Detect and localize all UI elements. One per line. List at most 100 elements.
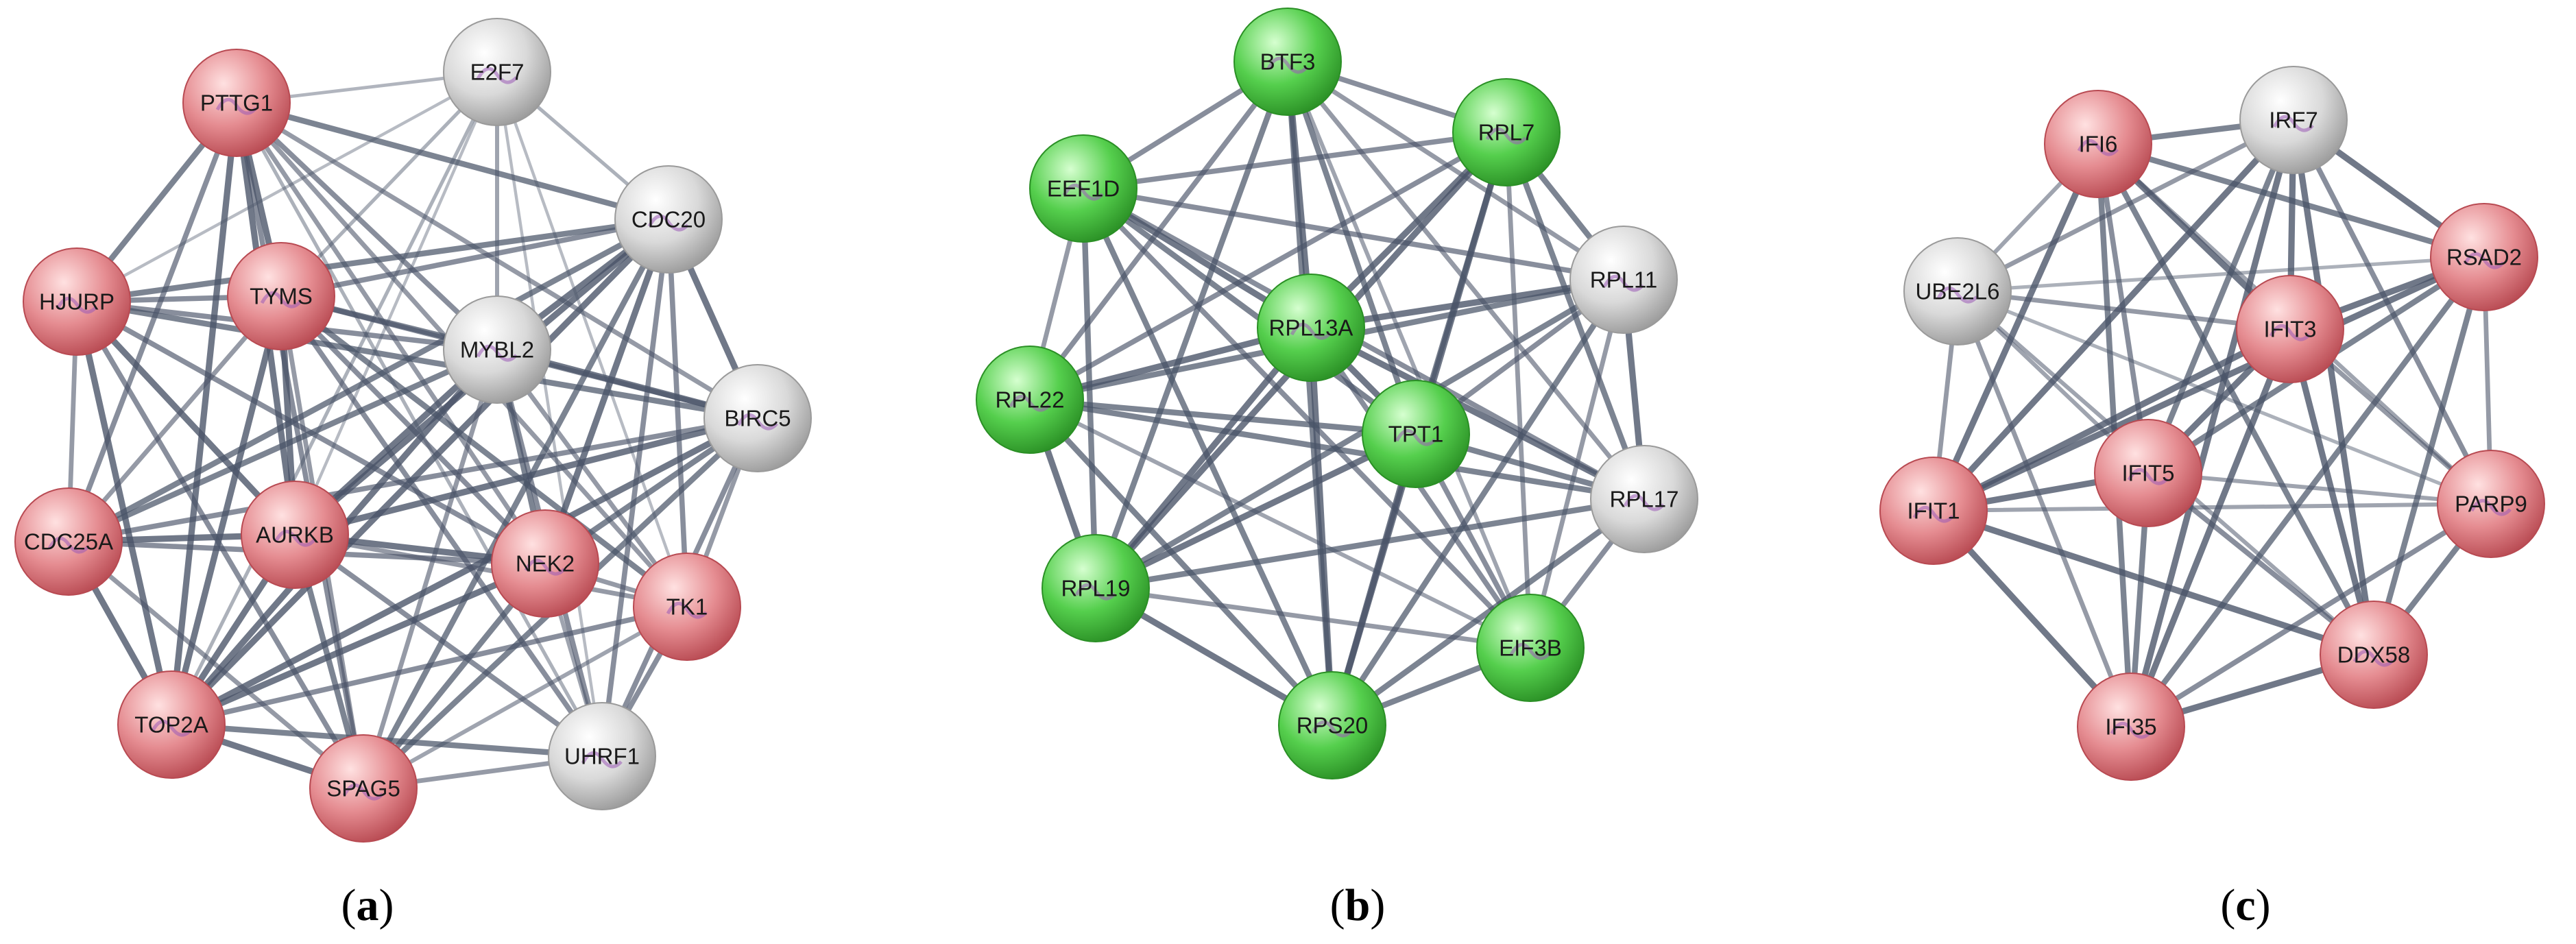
edge-ifi6-ifit1 [1930, 141, 2102, 514]
node-ifit5[interactable]: IFIT5 [2094, 419, 2202, 527]
node-irf7[interactable]: IRF7 [2239, 66, 2348, 174]
protein-structure-icon [1485, 127, 1527, 145]
edge-cdc20-spag5 [360, 216, 672, 792]
node-e2f7[interactable]: E2F7 [443, 18, 551, 126]
protein-structure-icon [1266, 56, 1308, 74]
edge-aurkb-uhrf1 [292, 532, 605, 759]
edge-eef1d-tpt1 [1080, 185, 1419, 437]
protein-structure-icon [274, 529, 315, 547]
node-ifi6[interactable]: IFI6 [2044, 90, 2152, 198]
node-label: CDC20 [631, 207, 706, 232]
node-label: IFI6 [2079, 132, 2118, 157]
node-label: PARP9 [2455, 492, 2527, 517]
node-rsad2[interactable]: RSAD2 [2430, 203, 2538, 311]
edge-pttg1-cdc20 [233, 99, 672, 223]
edge-rpl22-rpl17 [1026, 396, 1648, 503]
node-ddx58[interactable]: DDX58 [2320, 601, 2428, 709]
node-ube2l6[interactable]: UBE2L6 [1903, 237, 2012, 346]
node-label: PTTG1 [200, 90, 273, 116]
node-rpl22[interactable]: RPL22 [976, 346, 1084, 454]
node-eif3b[interactable]: EIF3B [1476, 594, 1585, 702]
edge-nek2-top2a [168, 560, 549, 728]
protein-structure-icon [1602, 274, 1644, 292]
node-mybl2[interactable]: MYBL2 [443, 295, 551, 404]
node-label: HJURP [39, 289, 115, 315]
node-pttg1[interactable]: PTTG1 [182, 49, 291, 157]
node-eef1d[interactable]: EEF1D [1029, 134, 1137, 243]
node-label: RPL17 [1610, 487, 1679, 512]
node-label: DDX58 [2337, 642, 2410, 668]
edge-mybl2-spag5 [361, 347, 500, 791]
edge-tk1-spag5 [361, 605, 689, 790]
protein-structure-icon [47, 536, 89, 554]
protein-structure-icon [666, 601, 708, 619]
node-tyms[interactable]: TYMS [227, 242, 335, 350]
node-label: RPL19 [1061, 576, 1131, 601]
node-rpl7[interactable]: RPL7 [1452, 78, 1561, 186]
node-uhrf1[interactable]: UHRF1 [548, 702, 656, 810]
node-parp9[interactable]: PARP9 [2437, 450, 2545, 558]
edge-rpl13a-rpl19 [1092, 324, 1314, 592]
edge-birc5-cdc25a [66, 415, 760, 544]
node-ifi35[interactable]: IFI35 [2077, 673, 2185, 781]
protein-structure-icon [476, 344, 518, 362]
protein-structure-icon [260, 291, 302, 308]
edge-rpl22-eif3b [1028, 398, 1532, 650]
node-rpl17[interactable]: RPL17 [1590, 445, 1698, 553]
edge-ifit3-ddx58 [2287, 326, 2377, 658]
edge-rpl22-tpt1 [1026, 396, 1419, 437]
edge-btf3-rpl11 [1285, 59, 1626, 282]
node-btf3[interactable]: BTF3 [1233, 8, 1342, 116]
edge-eef1d-eif3b [1081, 186, 1533, 651]
node-cdc20[interactable]: CDC20 [614, 165, 723, 274]
edge-ifit3-ifi35 [2128, 326, 2294, 730]
protein-structure-icon [736, 413, 778, 431]
node-tpt1[interactable]: TPT1 [1362, 380, 1470, 488]
node-label: RPS20 [1297, 713, 1369, 738]
protein-structure-icon [581, 751, 623, 768]
node-label: TPT1 [1388, 422, 1444, 447]
edge-rpl11-rpl19 [1092, 276, 1627, 592]
edge-parp9-ifi35 [2128, 501, 2494, 729]
caption-open: ( [341, 880, 357, 930]
edge-ube2l6-rsad2 [1955, 255, 2486, 293]
node-rpl11[interactable]: RPL11 [1569, 226, 1678, 334]
node-spag5[interactable]: SPAG5 [309, 734, 418, 843]
node-cdc25a[interactable]: CDC25A [14, 487, 123, 596]
node-ifit3[interactable]: IFIT3 [2236, 275, 2344, 383]
protein-structure-icon [1395, 428, 1436, 446]
edge-cdc20-top2a [168, 216, 672, 728]
node-tk1[interactable]: TK1 [633, 553, 741, 661]
node-ifit1[interactable]: IFIT1 [1879, 457, 1988, 565]
node-top2a[interactable]: TOP2A [117, 670, 226, 779]
protein-structure-icon [1062, 183, 1104, 201]
edge-rpl7-eef1d [1081, 130, 1509, 191]
protein-structure-icon [524, 558, 566, 576]
edge-pttg1-top2a [168, 99, 240, 728]
node-label: IFIT1 [1907, 498, 1960, 524]
panel-caption-a: (a) [341, 880, 394, 930]
panel-caption-b: (b) [1330, 880, 1386, 930]
node-nek2[interactable]: NEK2 [491, 509, 599, 618]
protein-structure-icon [1623, 494, 1665, 511]
node-hjurp[interactable]: HJURP [23, 247, 131, 356]
node-rpl13a[interactable]: RPL13A [1257, 274, 1365, 382]
edge-rpl7-eif3b [1504, 130, 1533, 651]
protein-structure-icon [215, 97, 257, 115]
protein-structure-icon [2463, 252, 2505, 269]
node-aurkb[interactable]: AURKB [241, 481, 349, 589]
edge-birc5-top2a [168, 415, 761, 728]
protein-structure-icon [1912, 505, 1954, 523]
edge-cdc20-tk1 [666, 217, 690, 609]
node-label: AURKB [256, 522, 334, 548]
protein-structure-icon [2272, 114, 2314, 132]
node-label: CDC25A [24, 529, 113, 555]
edge-birc5-aurkb [291, 415, 761, 538]
node-label: IRF7 [2269, 108, 2318, 133]
edge-btf3-eif3b [1286, 60, 1532, 650]
node-rpl19[interactable]: RPL19 [1042, 534, 1150, 642]
node-rps20[interactable]: RPS20 [1278, 671, 1386, 779]
node-birc5[interactable]: BIRC5 [703, 364, 812, 472]
protein-structure-icon [2352, 649, 2394, 667]
edge-mybl2-cdc25a [65, 346, 501, 545]
